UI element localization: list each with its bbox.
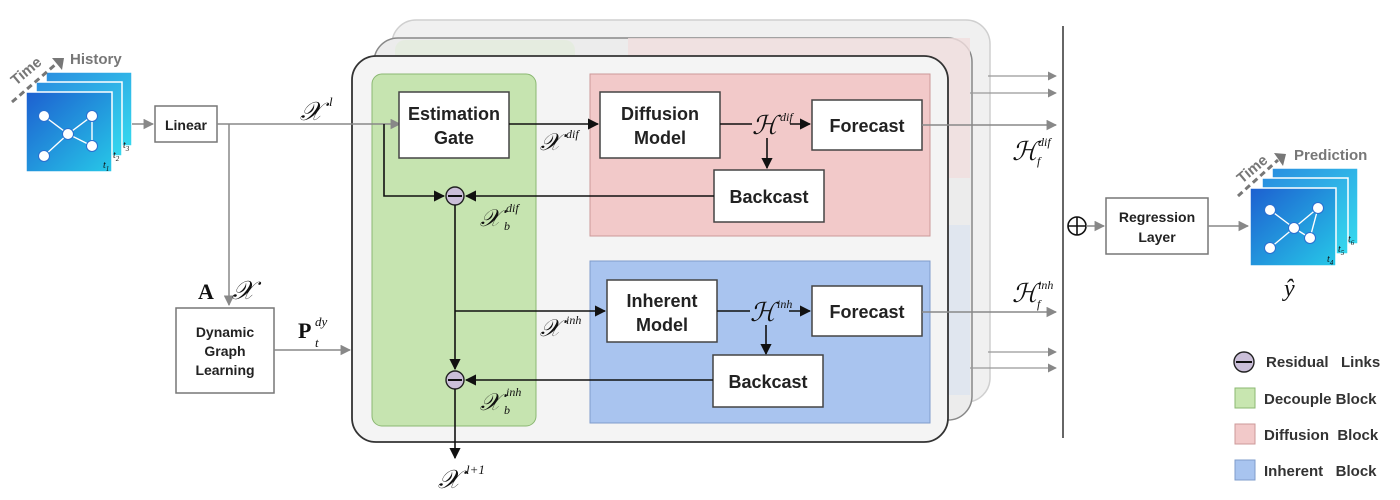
svg-text:dif: dif xyxy=(1038,135,1052,149)
svg-text:𝒳: 𝒳 xyxy=(438,465,468,494)
sum-operator xyxy=(1067,216,1087,236)
regression-label-2: Layer xyxy=(1138,229,1176,245)
forecast-inh-label: Forecast xyxy=(829,302,904,322)
regression-label-1: Regression xyxy=(1119,209,1195,225)
backcast-dif-box xyxy=(713,169,825,223)
legend-swatch-diffusion xyxy=(1234,423,1256,445)
math-X: 𝒳 xyxy=(232,276,262,305)
svg-text:ℋ: ℋ xyxy=(750,298,780,327)
dynamic-graph-label-1: Dynamic xyxy=(196,324,255,340)
svg-text:inh: inh xyxy=(566,313,581,327)
inherent-model-label-1: Inherent xyxy=(626,291,697,311)
frame-label-t5: t5 xyxy=(1338,244,1345,257)
diffusion-model-label-2: Model xyxy=(634,128,686,148)
frame-label-t1: t1 xyxy=(103,160,109,173)
legend-label-residual: Residual Links xyxy=(1266,354,1380,371)
prediction-time-arrow xyxy=(1236,153,1286,198)
math-H-dif: ℋ dif xyxy=(752,110,794,140)
svg-text:ℋ: ℋ xyxy=(1012,137,1042,166)
stacked-output-arrows xyxy=(970,71,1057,373)
dynamic-graph-label-2: Graph xyxy=(204,343,245,359)
legend: Residual Links Decouple Block Diffusion … xyxy=(1233,351,1380,481)
svg-text:f: f xyxy=(1037,154,1042,168)
frame-label-t4: t4 xyxy=(1327,254,1334,267)
svg-text:inh: inh xyxy=(1038,278,1053,292)
residual-link-2 xyxy=(445,370,465,390)
svg-text:f: f xyxy=(1037,297,1042,311)
svg-text:dif: dif xyxy=(780,110,794,124)
history-label: History xyxy=(70,51,122,68)
svg-text:t: t xyxy=(315,335,319,350)
frame-label-t6: t6 xyxy=(1348,234,1355,247)
prediction-label: Prediction xyxy=(1294,147,1367,164)
estimation-gate-label-2: Gate xyxy=(434,128,474,148)
prediction-graph-stack: t4 t5 t6 xyxy=(1249,167,1359,267)
legend-label-decouple: Decouple Block xyxy=(1264,391,1377,408)
diffusion-model-label-1: Diffusion xyxy=(621,104,699,124)
svg-text:P: P xyxy=(298,318,311,343)
linear-label: Linear xyxy=(165,117,208,133)
forecast-inh-box xyxy=(811,285,923,337)
svg-text:ℋ: ℋ xyxy=(1012,279,1042,308)
svg-text:𝒳: 𝒳 xyxy=(300,97,330,126)
svg-text:dy: dy xyxy=(315,314,328,329)
decouple-block xyxy=(371,73,537,427)
svg-text:b: b xyxy=(504,219,510,233)
regression-layer-box xyxy=(1105,197,1209,255)
legend-swatch-decouple xyxy=(1234,387,1256,409)
math-X-next: 𝒳 l+1 xyxy=(438,462,485,494)
svg-text:ℋ: ℋ xyxy=(752,111,782,140)
svg-text:dif: dif xyxy=(506,201,520,215)
svg-text:inh: inh xyxy=(506,385,521,399)
legend-swatch-inherent xyxy=(1234,459,1256,481)
backcast-dif-label: Backcast xyxy=(729,187,808,207)
svg-text:inh: inh xyxy=(777,297,792,311)
svg-text:b: b xyxy=(504,403,510,417)
dynamic-graph-label-3: Learning xyxy=(195,362,254,378)
estimation-gate-box xyxy=(398,91,510,159)
forecast-dif-box xyxy=(811,99,923,151)
legend-label-inherent: Inherent Block xyxy=(1264,463,1377,480)
legend-residual-icon xyxy=(1233,351,1255,373)
history-time-arrow xyxy=(11,58,64,104)
inherent-model-label-2: Model xyxy=(636,315,688,335)
math-A: A xyxy=(198,279,214,304)
math-H-f-inh: ℋ inh f xyxy=(1012,278,1053,311)
backcast-inh-label: Backcast xyxy=(728,372,807,392)
svg-text:l+1: l+1 xyxy=(466,462,485,477)
frame-label-t3: t3 xyxy=(123,140,130,153)
math-H-inh: ℋ inh xyxy=(750,297,792,327)
legend-label-diffusion: Diffusion Block xyxy=(1264,427,1379,444)
y-hat-symbol: ŷ xyxy=(1282,276,1295,302)
diffusion-model-box xyxy=(599,91,721,159)
residual-link-1 xyxy=(445,186,465,206)
backcast-inh-box xyxy=(712,354,824,408)
svg-text:l: l xyxy=(329,94,333,109)
svg-text:dif: dif xyxy=(566,127,580,141)
math-H-f-dif: ℋ dif f xyxy=(1012,135,1052,168)
frame-label-t2: t2 xyxy=(113,150,120,163)
forecast-dif-label: Forecast xyxy=(829,116,904,136)
history-graph-stack: t1 t2 t3 xyxy=(25,71,133,173)
estimation-gate-label-1: Estimation xyxy=(408,104,500,124)
dynamic-graph-learning-box xyxy=(175,307,275,394)
math-X-l: 𝒳 l xyxy=(300,94,333,126)
math-P-dy-t: P dy t xyxy=(298,314,328,350)
